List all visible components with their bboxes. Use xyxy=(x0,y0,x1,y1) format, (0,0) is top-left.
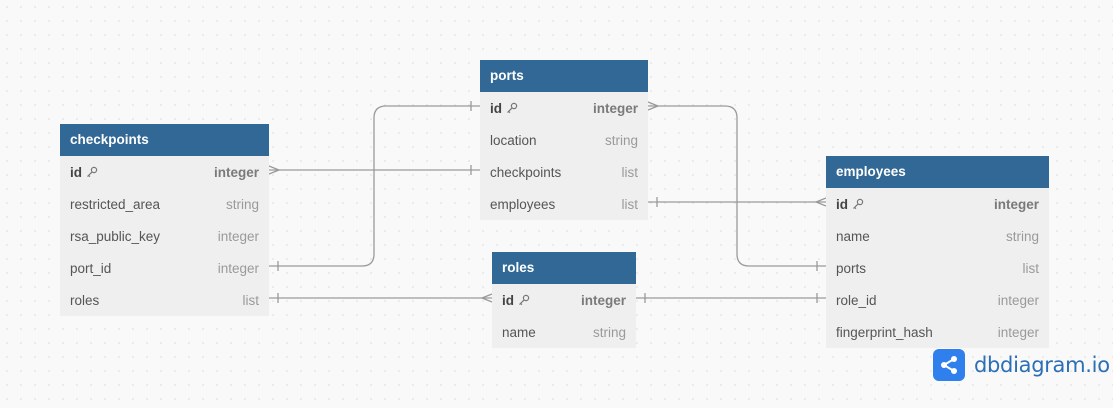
field-row-roles[interactable]: roles list xyxy=(60,284,269,316)
field-name: roles xyxy=(70,292,100,308)
field-name: name xyxy=(836,228,870,244)
field-type: list xyxy=(242,292,260,308)
field-name: rsa_public_key xyxy=(70,228,161,244)
field-type: integer xyxy=(993,196,1039,212)
field-row-checkpoints[interactable]: checkpoints list xyxy=(480,156,648,188)
key-icon xyxy=(87,166,98,178)
table-header[interactable]: employees xyxy=(826,156,1049,188)
field-type: list xyxy=(621,164,639,180)
field-row-name[interactable]: name string xyxy=(826,220,1049,252)
field-type: integer xyxy=(997,292,1039,308)
field-name: restricted_area xyxy=(70,196,161,212)
link-ports-id-employees-ports xyxy=(648,105,826,267)
share-nodes-icon xyxy=(933,349,965,381)
field-name: id xyxy=(836,196,848,212)
field-type: list xyxy=(1022,260,1040,276)
field-row-ports[interactable]: ports list xyxy=(826,252,1049,284)
field-row-id[interactable]: id integer xyxy=(826,188,1049,220)
field-row-port-id[interactable]: port_id integer xyxy=(60,252,269,284)
table-roles[interactable]: roles id integer name string xyxy=(492,252,636,348)
field-name-wrap: id xyxy=(836,197,864,212)
table-header[interactable]: checkpoints xyxy=(60,124,269,156)
field-type: integer xyxy=(580,292,626,308)
field-type: integer xyxy=(997,324,1039,340)
field-name-wrap: id xyxy=(490,101,518,116)
field-name: fingerprint_hash xyxy=(836,324,933,340)
table-header[interactable]: ports xyxy=(480,60,648,92)
field-type: integer xyxy=(217,260,259,276)
field-name: port_id xyxy=(70,260,112,276)
field-row-fingerprint-hash[interactable]: fingerprint_hash integer xyxy=(826,316,1049,348)
brand-text: dbdiagram.io xyxy=(974,353,1110,377)
field-row-role-id[interactable]: role_id integer xyxy=(826,284,1049,316)
field-type: string xyxy=(1005,228,1039,244)
field-name: id xyxy=(70,164,82,180)
many-marker xyxy=(480,293,493,303)
field-type: integer xyxy=(217,228,259,244)
field-row-restricted-area[interactable]: restricted_area string xyxy=(60,188,269,220)
field-name: id xyxy=(490,100,502,116)
table-employees[interactable]: employees id integer name string ports l… xyxy=(826,156,1049,348)
field-name: id xyxy=(502,292,514,308)
field-row-rsa-public-key[interactable]: rsa_public_key integer xyxy=(60,220,269,252)
key-icon xyxy=(853,198,864,210)
field-row-id[interactable]: id integer xyxy=(480,92,648,124)
field-row-id[interactable]: id integer xyxy=(60,156,269,188)
many-marker xyxy=(268,165,281,175)
link-checkpoints-port-id-ports-id xyxy=(269,105,480,267)
table-checkpoints[interactable]: checkpoints id integer restricted_area s… xyxy=(60,124,269,316)
field-row-name[interactable]: name string xyxy=(492,316,636,348)
table-ports[interactable]: ports id integer location string checkpo… xyxy=(480,60,648,220)
key-icon xyxy=(519,294,530,306)
field-name: name xyxy=(502,324,536,340)
field-row-id[interactable]: id integer xyxy=(492,284,636,316)
field-row-employees[interactable]: employees list xyxy=(480,188,648,220)
field-name: employees xyxy=(490,196,556,212)
field-type: string xyxy=(604,132,638,148)
field-name: checkpoints xyxy=(490,164,562,180)
field-type: integer xyxy=(213,164,259,180)
table-header[interactable]: roles xyxy=(492,252,636,284)
brand-logo-link[interactable]: dbdiagram.io xyxy=(933,349,1110,381)
field-row-location[interactable]: location string xyxy=(480,124,648,156)
field-type: list xyxy=(621,196,639,212)
field-name: role_id xyxy=(836,292,877,308)
field-name-wrap: id xyxy=(70,165,98,180)
field-type: string xyxy=(592,324,626,340)
field-type: integer xyxy=(592,100,638,116)
many-marker xyxy=(814,197,827,207)
field-name-wrap: id xyxy=(502,293,530,308)
field-type: string xyxy=(225,196,259,212)
field-name: location xyxy=(490,132,537,148)
field-name: ports xyxy=(836,260,867,276)
many-marker xyxy=(647,101,660,111)
key-icon xyxy=(507,102,518,114)
